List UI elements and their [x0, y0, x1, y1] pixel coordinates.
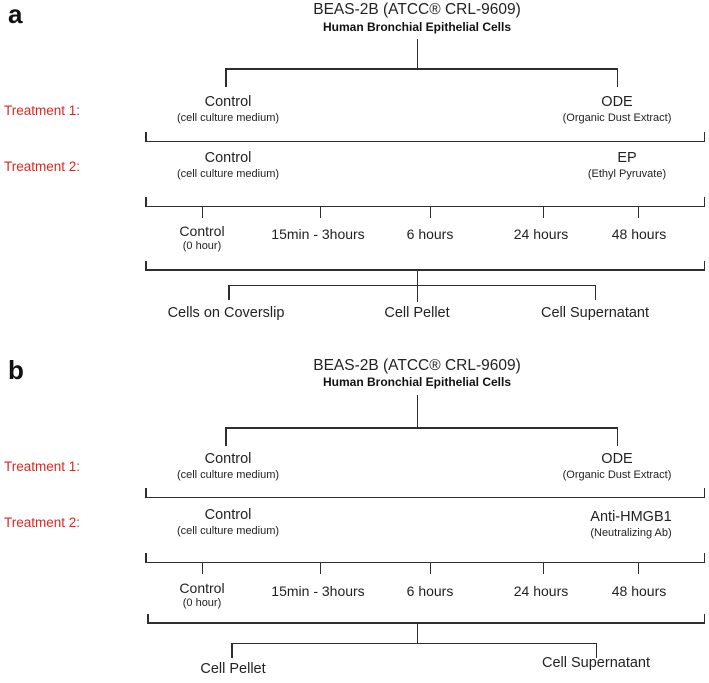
panel-b-timeline-bracket-left-tick	[145, 553, 147, 563]
panel-b-timeline-bracket	[145, 561, 705, 563]
panel-b-treatment2-control-detail: (cell culture medium)	[176, 525, 280, 537]
panel-a-root-stem-line	[416, 39, 418, 68]
panel-b-treatment2-bracket-left-tick	[145, 488, 147, 498]
panel-b-treatment1-ode: ODE	[601, 451, 633, 467]
panel-b-treatment2-anti-hmgb1-detail: (Neutralizing Ab)	[590, 527, 672, 539]
panel-a-timepoint-tick-0	[201, 207, 203, 218]
panel-b-collection-bracket	[147, 622, 705, 624]
panel-a-output-split-left-tick	[228, 284, 230, 300]
panel-a-treatment1-bracket	[225, 68, 618, 70]
panel-a-cell-line-title: BEAS-2B (ATCC® CRL-9609)	[313, 1, 521, 18]
panel-a-treatment1-control: Control	[204, 94, 252, 110]
panel-b-output-cell-supernatant: Cell Supernatant	[541, 655, 651, 671]
panel-a-treatment1-control-detail: (cell culture medium)	[176, 112, 280, 124]
panel-b-timepoint-control-detail: (0 hour)	[182, 597, 222, 609]
panel-a-treatment2-ep-detail: (Ethyl Pyruvate)	[587, 168, 667, 180]
panel-a-timepoint-48-hours: 48 hours	[611, 226, 667, 242]
panel-b-root-stem-line	[416, 395, 418, 427]
panel-b-output-split-right-tick	[595, 642, 597, 658]
panel-a-treatment2-control-detail: (cell culture medium)	[176, 168, 280, 180]
panel-a-cell-line-subtitle: Human Bronchial Epithelial Cells	[322, 20, 512, 34]
panel-b-timepoint-control: Control	[179, 580, 225, 596]
panel-b-timepoint-tick-2	[429, 563, 431, 574]
panel-b-treatment1-label: Treatment 1:	[4, 459, 81, 474]
panel-b-timeline-bracket-right-tick	[703, 553, 705, 563]
panel-b-timepoint-tick-1	[319, 563, 321, 574]
panel-b-collection-stem-line	[416, 622, 418, 643]
panel-a-treatment2-label: Treatment 2:	[4, 159, 81, 174]
panel-b-treatment2-bracket	[145, 496, 705, 498]
panel-a-treatment2-bracket-left-tick	[145, 132, 147, 142]
panel-b-treatment2-label: Treatment 2:	[4, 515, 81, 530]
panel-a-treatment1-bracket-right-tick	[616, 68, 618, 87]
panel-a-timepoint-tick-1	[319, 207, 321, 218]
panel-b-output-split-line	[231, 642, 597, 644]
panel-a-collection-bracket	[145, 269, 705, 271]
panel-a-letter: a	[8, 0, 23, 29]
panel-b-output-split-left-tick	[231, 642, 233, 658]
panel-a-timepoint-control: Control	[179, 223, 225, 239]
panel-b-treatment2-anti-hmgb1: Anti-HMGB1	[590, 509, 672, 525]
panel-a-timepoint-tick-4	[637, 207, 639, 218]
panel-a-timepoint-tick-2	[429, 207, 431, 218]
panel-a-treatment1-bracket-left-tick	[225, 68, 227, 87]
panel-a-treatment1-label: Treatment 1:	[4, 103, 81, 118]
panel-b-treatment2-control: Control	[204, 507, 252, 523]
panel-a-output-cell-pellet: Cell Pellet	[384, 305, 450, 321]
panel-b-timepoint-24-hours: 24 hours	[513, 583, 569, 599]
panel-a-treatment2-ep: EP	[617, 150, 637, 166]
panel-b-timepoint-48-hours: 48 hours	[611, 583, 667, 599]
panel-b-timepoint-6-hours: 6 hours	[406, 583, 454, 599]
panel-b-treatment1-control-detail: (cell culture medium)	[176, 469, 280, 481]
panel-a-timepoint-15min-3hours: 15min - 3hours	[271, 226, 365, 242]
panel-a-collection-stem-line	[416, 269, 418, 285]
panel-a-timepoint-6-hours: 6 hours	[406, 226, 454, 242]
panel-b-cell-line-title: BEAS-2B (ATCC® CRL-9609)	[313, 357, 521, 374]
panel-a-timepoint-tick-3	[542, 207, 544, 218]
panel-a-treatment1-ode: ODE	[601, 94, 633, 110]
panel-b-treatment1-bracket	[225, 427, 618, 429]
panel-b-treatment1-bracket-right-tick	[616, 427, 618, 446]
panel-a-output-cell-supernatant: Cell Supernatant	[540, 305, 650, 321]
panel-b-collection-bracket-left-tick	[147, 613, 149, 624]
panel-a-output-cells-on-coverslip: Cells on Coverslip	[167, 305, 285, 321]
panel-a-treatment1-ode-detail: (Organic Dust Extract)	[562, 112, 672, 124]
panel-b-output-cell-pellet: Cell Pellet	[200, 661, 266, 677]
panel-a-timeline-bracket-left-tick	[145, 197, 147, 207]
panel-b-cell-line-subtitle: Human Bronchial Epithelial Cells	[322, 375, 512, 389]
panel-a-treatment2-control: Control	[204, 150, 252, 166]
panel-a-timepoint-control-detail: (0 hour)	[182, 240, 222, 252]
panel-a-output-split-center-tick	[416, 284, 418, 302]
panel-a-timeline-bracket	[145, 205, 705, 207]
panel-a-timeline-bracket-right-tick	[703, 197, 705, 207]
panel-a-treatment2-bracket-right-tick	[703, 132, 705, 142]
panel-b-timepoint-tick-4	[637, 563, 639, 574]
panel-a-output-split-line	[228, 284, 595, 286]
panel-a-timepoint-24-hours: 24 hours	[513, 226, 569, 242]
panel-b-treatment2-bracket-right-tick	[703, 488, 705, 498]
panel-a-collection-bracket-left-tick	[145, 260, 147, 271]
panel-a-treatment2-bracket	[145, 140, 705, 142]
panel-b-treatment1-bracket-left-tick	[225, 427, 227, 446]
panel-b-treatment1-control: Control	[204, 451, 252, 467]
panel-b-timepoint-15min-3hours: 15min - 3hours	[271, 583, 365, 599]
panel-a-output-split-right-tick	[594, 284, 596, 300]
panel-b-timepoint-tick-0	[201, 563, 203, 574]
panel-b-letter: b	[8, 355, 24, 385]
panel-b-timepoint-tick-3	[542, 563, 544, 574]
panel-a-collection-bracket-right-tick	[703, 260, 705, 271]
panel-b-treatment1-ode-detail: (Organic Dust Extract)	[562, 469, 672, 481]
panel-b-collection-bracket-right-tick	[703, 613, 705, 624]
